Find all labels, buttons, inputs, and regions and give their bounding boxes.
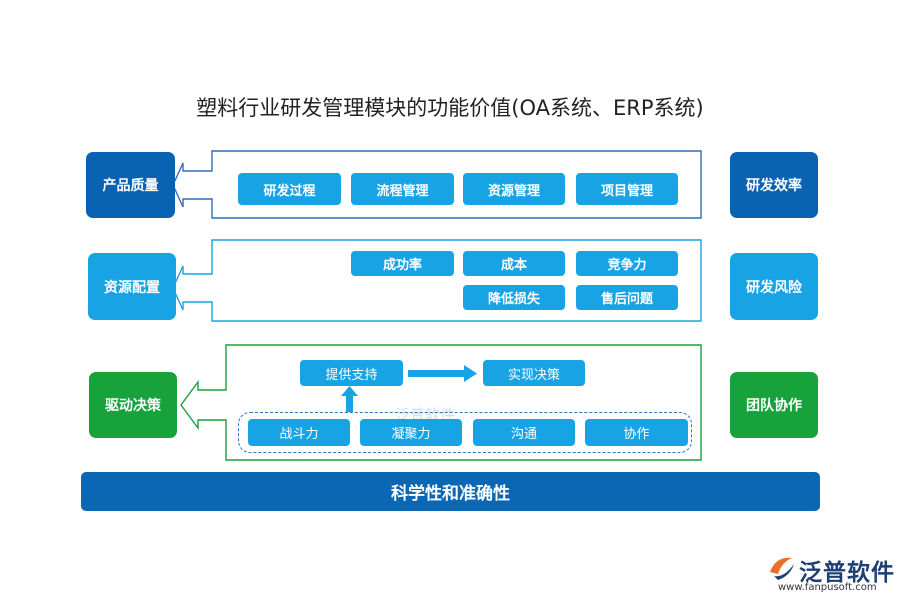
- row1-item: 项目管理: [576, 173, 678, 205]
- arrow-up-shaft: [346, 396, 353, 412]
- row1-item: 研发过程: [238, 173, 341, 205]
- row1-item: 流程管理: [351, 173, 454, 205]
- left-box-resource-config: 资源配置: [88, 253, 176, 320]
- logo-mark-icon: [770, 557, 794, 580]
- row2-item: 成功率: [351, 251, 454, 276]
- row2-item: 竞争力: [576, 251, 678, 276]
- row2-item: 成本: [463, 251, 565, 276]
- factor-item: 凝聚力: [360, 419, 462, 446]
- decision-box: 实现决策: [483, 360, 585, 386]
- logo-name: 泛普软件: [799, 560, 895, 586]
- frame-row-1: [172, 150, 702, 219]
- left-box-drive-decision: 驱动决策: [89, 372, 177, 438]
- factor-item: 战斗力: [248, 419, 350, 446]
- right-box-rd-efficiency: 研发效率: [730, 152, 818, 218]
- page-title: 塑料行业研发管理模块的功能价值(OA系统、ERP系统): [196, 96, 704, 120]
- bottom-bar: 科学性和准确性: [81, 472, 820, 511]
- factor-item: 协作: [585, 419, 688, 446]
- frame-row-2: [172, 239, 702, 322]
- arrow-right-head: [464, 365, 477, 382]
- frame-row-3: [180, 344, 702, 461]
- arrow-up-head: [341, 386, 358, 396]
- right-box-teamwork: 团队协作: [730, 372, 818, 438]
- arrow-right-shaft: [408, 370, 464, 377]
- factor-item: 沟通: [473, 419, 575, 446]
- row1-item: 资源管理: [463, 173, 565, 205]
- support-box: 提供支持: [300, 360, 403, 386]
- logo-url: www.fanpusoft.com: [778, 582, 877, 593]
- row2-item: 售后问题: [576, 285, 678, 310]
- row2-item: 降低损失: [463, 285, 565, 310]
- right-box-rd-risk: 研发风险: [730, 253, 818, 320]
- factors-group: [238, 412, 692, 453]
- left-box-product-quality: 产品质量: [86, 152, 175, 218]
